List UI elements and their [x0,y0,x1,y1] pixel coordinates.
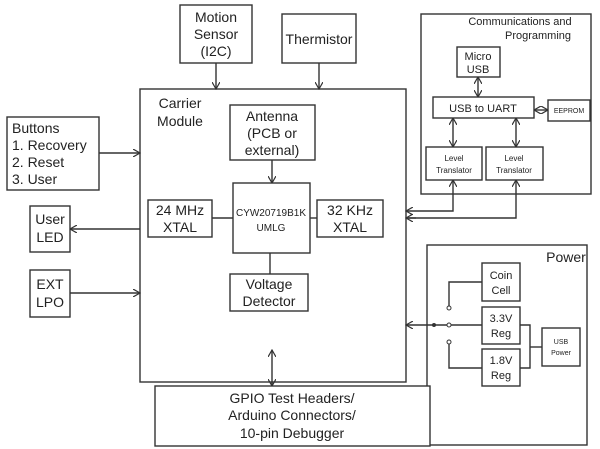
svg-text:Level: Level [504,154,523,163]
svg-text:USB: USB [554,339,569,346]
svg-text:EXT: EXT [36,276,64,292]
svg-text:User: User [35,211,65,227]
svg-text:Power: Power [546,249,586,265]
svg-text:3.3V: 3.3V [490,313,513,325]
eeprom-block: EEPROM [547,99,591,122]
svg-text:UMLG: UMLG [257,223,286,234]
svg-text:Arduino Connectors/: Arduino Connectors/ [228,407,356,423]
svg-text:LED: LED [36,229,63,245]
svg-text:Module: Module [157,113,203,129]
svg-text:Power: Power [551,350,572,357]
svg-text:Motion: Motion [195,9,237,25]
svg-text:XTAL: XTAL [333,219,367,235]
svg-text:XTAL: XTAL [163,219,197,235]
svg-text:32 KHz: 32 KHz [327,202,373,218]
svg-text:EEPROM: EEPROM [554,108,585,115]
svg-text:Buttons: Buttons [12,120,59,136]
svg-text:10-pin Debugger: 10-pin Debugger [240,425,345,441]
reg-3v3-block: 3.3V Reg [481,306,521,345]
svg-text:(I2C): (I2C) [200,43,231,59]
thermistor-block: Thermistor [281,13,357,64]
svg-text:Programming: Programming [505,30,571,42]
svg-text:GPIO Test Headers/: GPIO Test Headers/ [229,390,354,406]
svg-text:Cell: Cell [492,285,511,297]
svg-text:1.8V: 1.8V [490,355,513,367]
gpio-block: GPIO Test Headers/Arduino Connectors/10-… [154,385,431,447]
svg-text:Detector: Detector [243,293,296,309]
svg-text:LPO: LPO [36,294,64,310]
svg-text:Translator: Translator [436,166,472,175]
svg-text:Communications and: Communications and [468,16,571,28]
svg-text:Reg: Reg [491,328,511,340]
svg-text:24 MHz: 24 MHz [156,202,204,218]
svg-text:1. Recovery: 1. Recovery [12,137,87,153]
svg-text:Reg: Reg [491,370,511,382]
carrier-label: Carrier [159,95,202,111]
reg-1v8-block: 1.8V Reg [481,348,521,387]
svg-text:Antenna: Antenna [246,108,298,124]
svg-text:(PCB or: (PCB or [247,125,297,141]
svg-text:2. Reset: 2. Reset [12,154,64,170]
svg-text:Sensor: Sensor [194,26,239,42]
svg-text:Level: Level [444,154,463,163]
svg-text:USB: USB [467,64,490,76]
usb-to-uart-block: USB to UART [432,96,535,119]
svg-text:USB to UART: USB to UART [449,103,517,115]
svg-text:external): external) [245,142,299,158]
svg-text:Translator: Translator [496,166,532,175]
svg-text:Micro: Micro [465,51,492,63]
usb-power-block: USB Power [541,327,581,367]
svg-text:Coin: Coin [490,270,513,282]
svg-text:CYW20719B1K: CYW20719B1K [236,208,306,219]
chip-block: CYW20719B1K UMLG [232,182,311,254]
svg-text:3. User: 3. User [12,171,57,187]
ext-lpo-block: EXT LPO [29,269,71,318]
connections [70,63,548,386]
svg-text:Thermistor: Thermistor [286,31,353,47]
svg-text:Voltage: Voltage [246,276,293,292]
